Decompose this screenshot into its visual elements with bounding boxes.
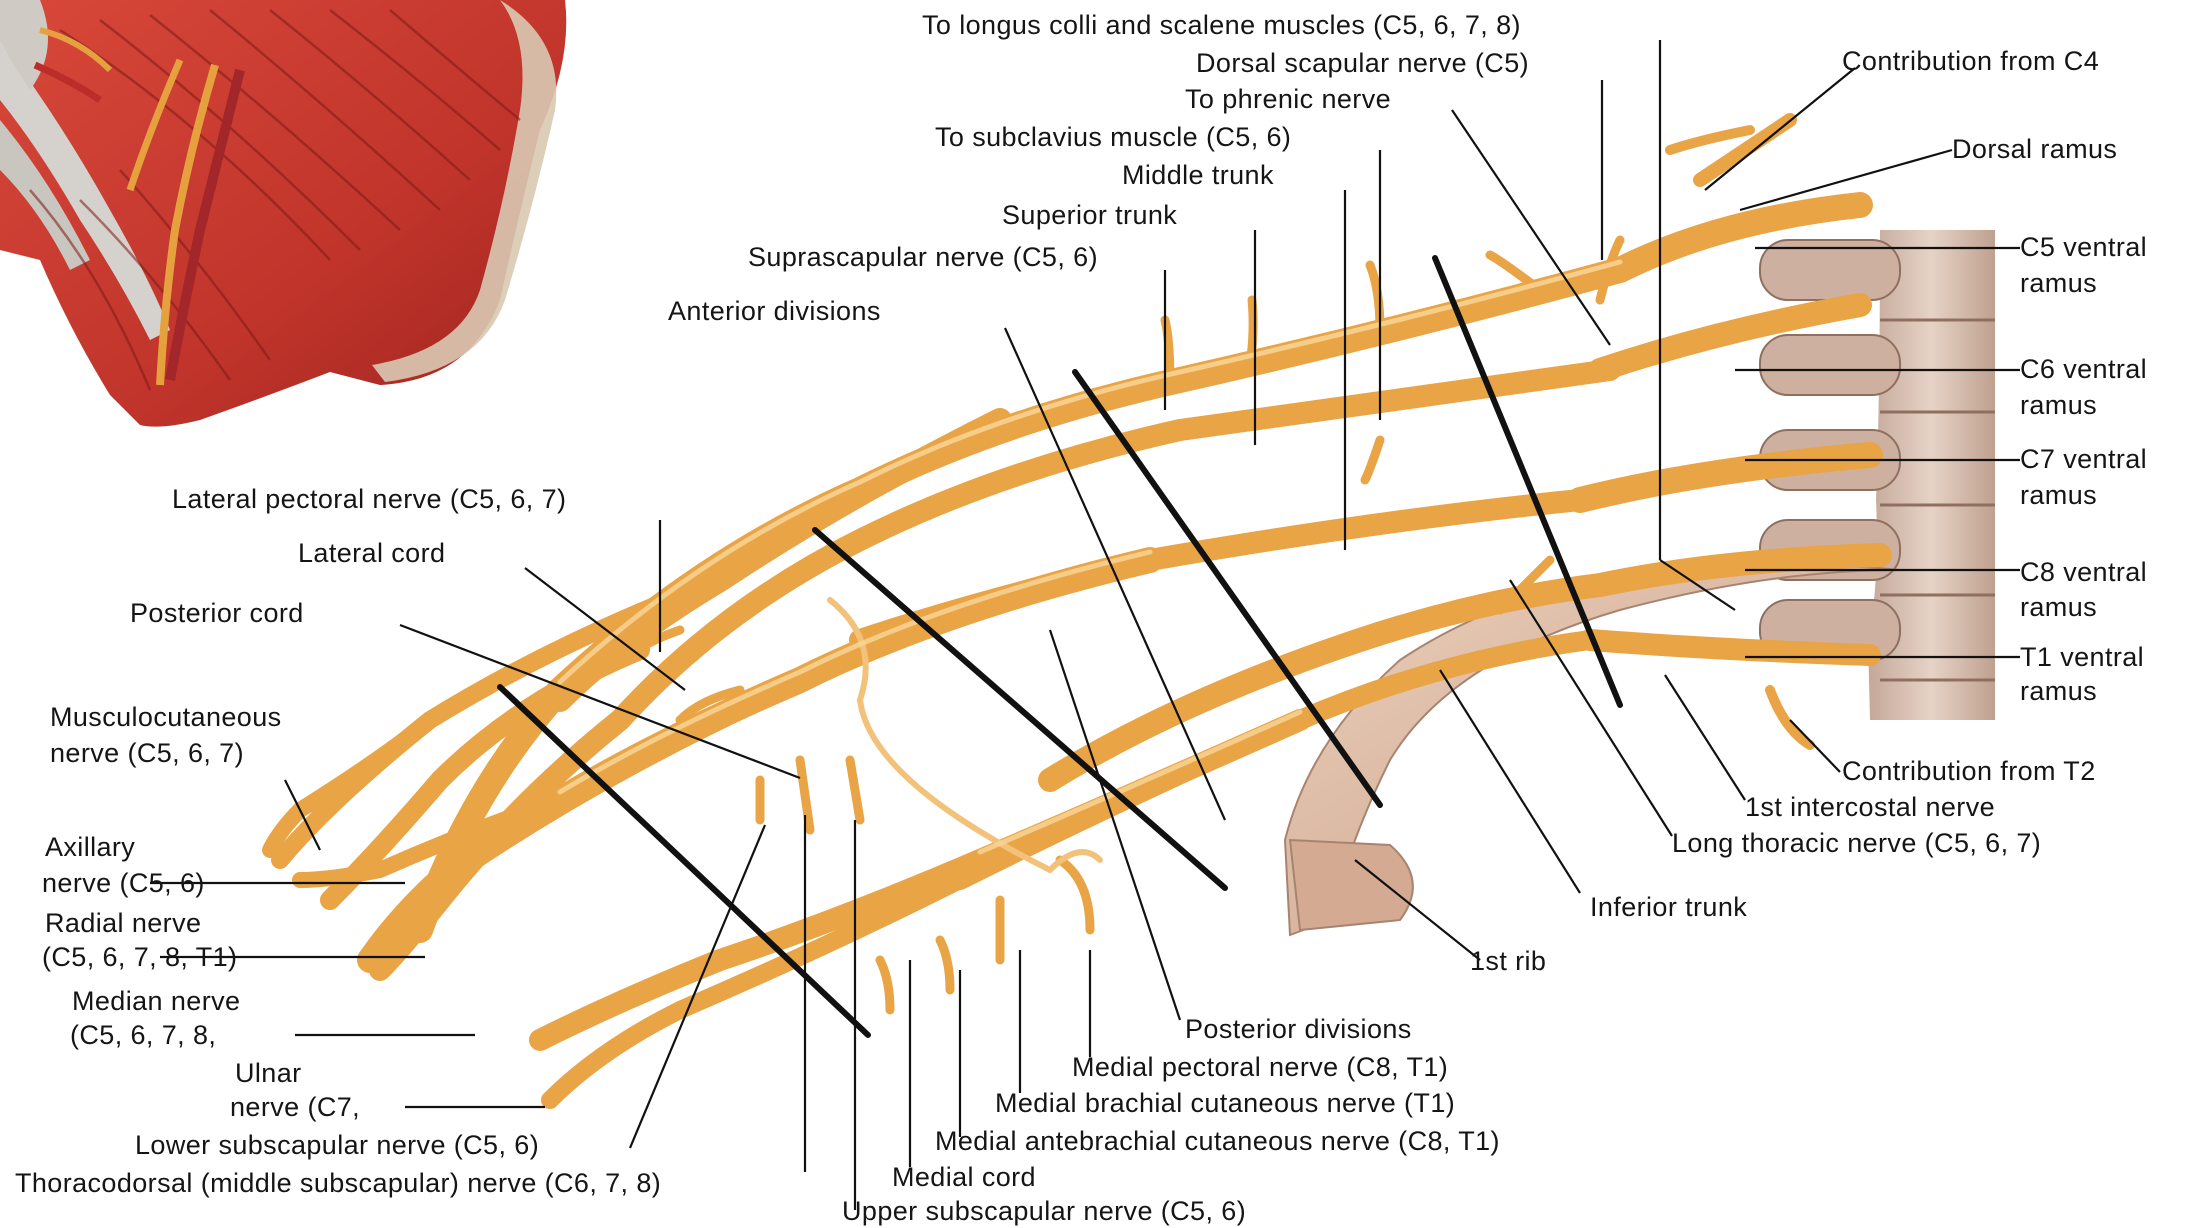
label-contribution-c4: Contribution from C4	[1842, 44, 2099, 78]
label-c8-ramus: ramus	[2020, 590, 2097, 624]
label-longus-colli: To longus colli and scalene muscles (C5,…	[922, 8, 1521, 42]
label-to-subclavius: To subclavius muscle (C5, 6)	[935, 120, 1291, 154]
label-median-2: (C5, 6, 7, 8,	[70, 1018, 216, 1052]
label-musculocutaneous-1: Musculocutaneous	[50, 700, 282, 734]
label-middle-trunk: Middle trunk	[1122, 158, 1274, 192]
label-medial-pectoral-nerve: Medial pectoral nerve (C8, T1)	[1072, 1050, 1448, 1084]
label-inferior-trunk: Inferior trunk	[1590, 890, 1747, 924]
label-axillary-2: nerve (C5, 6)	[42, 866, 205, 900]
label-medial-cord: Medial cord	[892, 1160, 1036, 1194]
label-axillary-1: Axillary	[45, 830, 135, 864]
label-c7-ramus: ramus	[2020, 478, 2097, 512]
label-contribution-t2: Contribution from T2	[1842, 754, 2096, 788]
label-musculocutaneous-2: nerve (C5, 6, 7)	[50, 736, 244, 770]
label-c8-ventral: C8 ventral	[2020, 555, 2147, 589]
label-medial-brachial-cutaneous: Medial brachial cutaneous nerve (T1)	[995, 1086, 1455, 1120]
label-radial-1: Radial nerve	[45, 906, 201, 940]
label-posterior-divisions: Posterior divisions	[1185, 1012, 1412, 1046]
label-ulnar-2: nerve (C7,	[230, 1090, 360, 1124]
label-c6-ramus: ramus	[2020, 388, 2097, 422]
label-median-1: Median nerve	[72, 984, 240, 1018]
label-1st-rib: 1st rib	[1470, 944, 1546, 978]
label-c5-ramus: ramus	[2020, 266, 2097, 300]
label-c5-ventral: C5 ventral	[2020, 230, 2147, 264]
label-1st-intercostal-nerve: 1st intercostal nerve	[1745, 790, 1995, 824]
label-superior-trunk: Superior trunk	[1002, 198, 1177, 232]
label-t1-ventral: T1 ventral	[2020, 640, 2144, 674]
label-c6-ventral: C6 ventral	[2020, 352, 2147, 386]
label-radial-2: (C5, 6, 7, 8, T1)	[42, 940, 237, 974]
label-dorsal-scapular-nerve: Dorsal scapular nerve (C5)	[1196, 46, 1529, 80]
label-long-thoracic-nerve: Long thoracic nerve (C5, 6, 7)	[1672, 826, 2041, 860]
label-lateral-pectoral-nerve: Lateral pectoral nerve (C5, 6, 7)	[172, 482, 566, 516]
label-lateral-cord: Lateral cord	[298, 536, 445, 570]
label-dorsal-ramus: Dorsal ramus	[1952, 132, 2117, 166]
label-to-phrenic-nerve: To phrenic nerve	[1185, 82, 1391, 116]
label-medial-antebrachial-cutaneous: Medial antebrachial cutaneous nerve (C8,…	[935, 1124, 1500, 1158]
label-t1-ramus: ramus	[2020, 674, 2097, 708]
label-suprascapular-nerve: Suprascapular nerve (C5, 6)	[748, 240, 1098, 274]
label-c7-ventral: C7 ventral	[2020, 442, 2147, 476]
label-anterior-divisions: Anterior divisions	[668, 294, 881, 328]
label-thoracodorsal-nerve: Thoracodorsal (middle subscapular) nerve…	[15, 1166, 661, 1200]
label-ulnar-1: Ulnar	[235, 1056, 302, 1090]
shoulder-muscle-inset	[0, 0, 566, 427]
label-lower-subscapular-nerve: Lower subscapular nerve (C5, 6)	[135, 1128, 539, 1162]
label-posterior-cord: Posterior cord	[130, 596, 304, 630]
label-upper-subscapular-nerve: Upper subscapular nerve (C5, 6)	[842, 1194, 1246, 1228]
